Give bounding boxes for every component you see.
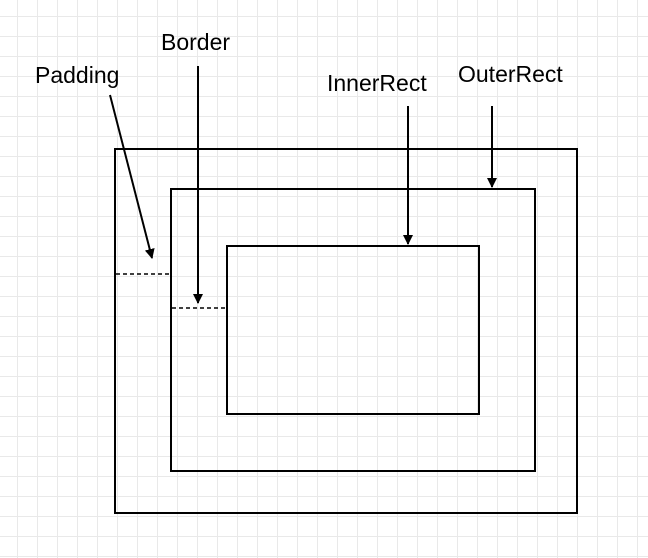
outer-rect bbox=[114, 148, 578, 514]
inner-rect-label: InnerRect bbox=[327, 70, 427, 96]
padding-label: Padding bbox=[35, 62, 120, 88]
border-rect bbox=[170, 188, 536, 472]
border-label: Border bbox=[161, 29, 231, 55]
outer-rect-label: OuterRect bbox=[458, 61, 563, 87]
padding-arrow bbox=[109, 94, 155, 259]
inner-rect bbox=[226, 245, 480, 415]
